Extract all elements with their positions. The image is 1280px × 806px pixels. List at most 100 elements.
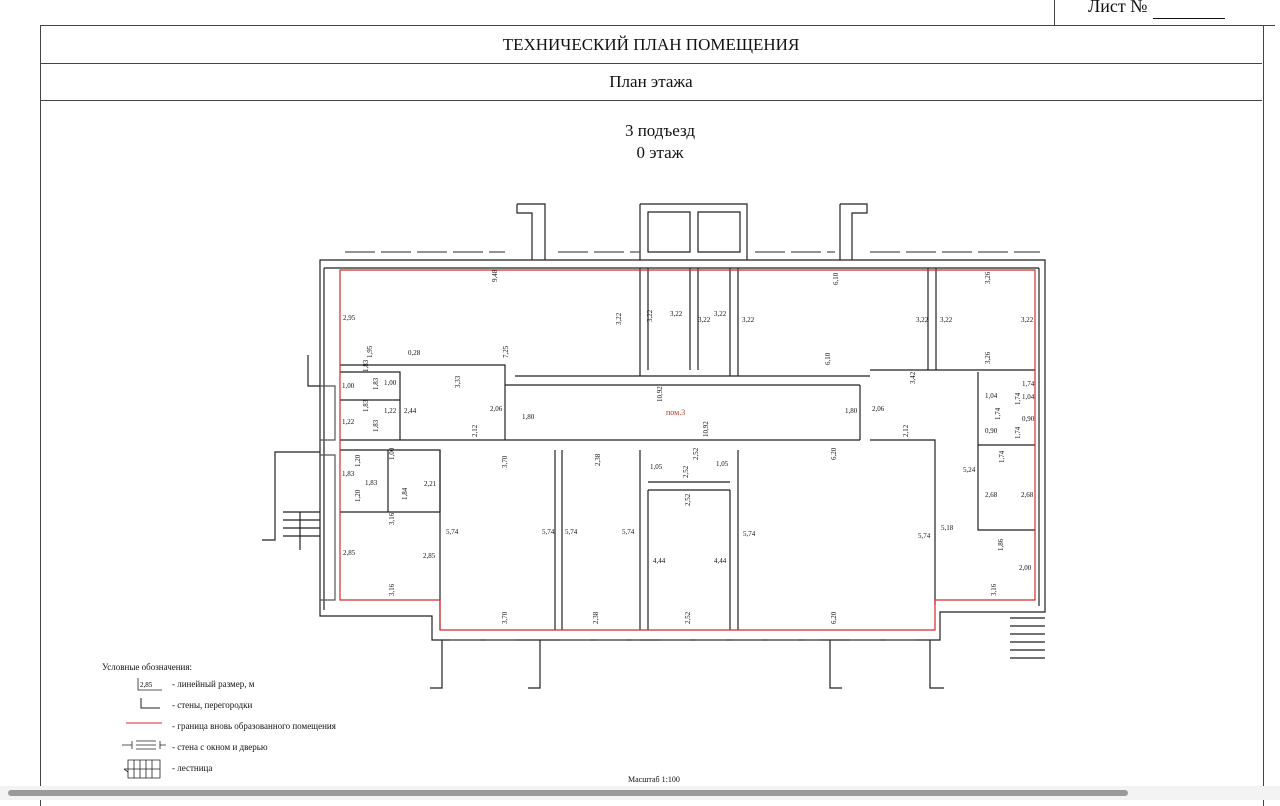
dim-label: 1,95 — [366, 345, 374, 358]
dim-label: 3,16 — [388, 583, 396, 596]
dim-label: 2,52 — [682, 465, 690, 478]
dim-label: 0,90 — [1022, 415, 1035, 423]
dim-label: 7,25 — [502, 345, 510, 358]
dim-label: 1,86 — [997, 538, 1005, 551]
dim-label: 2,12 — [471, 424, 479, 437]
dim-label: 2,95 — [343, 314, 356, 322]
entrance-floor-caption: 3 подъезд 0 этаж — [560, 120, 760, 164]
dim-label: 2,38 — [592, 611, 600, 624]
dim-label: 3,70 — [501, 455, 509, 468]
dim-label: 5,74 — [918, 532, 931, 540]
dim-label: 1,74 — [998, 450, 1006, 463]
dim-label: 6,10 — [824, 352, 832, 365]
dim-label: 1,04 — [1022, 393, 1035, 401]
sheet-number-blank — [1153, 18, 1225, 19]
dim-label: 1,05 — [716, 460, 729, 468]
entrance-label: 3 подъезд — [624, 121, 696, 140]
room-boundary — [339, 269, 1036, 631]
dim-label: 2,44 — [404, 407, 417, 415]
plan-subtitle: План этажа — [40, 64, 1262, 101]
dim-label: 3,22 — [940, 316, 953, 324]
legend-window-door-symbol — [122, 740, 166, 750]
dim-label: 3,42 — [909, 371, 917, 384]
walls — [262, 203, 1046, 689]
dim-label: 5,18 — [941, 524, 954, 532]
dim-label: 3,33 — [454, 375, 462, 388]
legend-item-boundary: - граница вновь образованного помещения — [172, 721, 336, 731]
dim-label: 3,22 — [646, 309, 654, 322]
legend-item-dimension: - линейный размер, м — [172, 679, 255, 689]
dim-label: 2,68 — [985, 491, 998, 499]
dim-label: 2,06 — [872, 405, 885, 413]
room-label: пом.3 — [666, 408, 685, 417]
dim-label: 6,20 — [830, 611, 838, 624]
dim-label: 1,83 — [342, 470, 355, 478]
dim-label: 4,44 — [714, 557, 727, 565]
legend-boundary-symbol — [126, 722, 162, 724]
dim-label: 0,90 — [985, 427, 998, 435]
dim-label: 5,74 — [446, 528, 459, 536]
dim-label: 3,22 — [916, 316, 929, 324]
legend-dim-sample: 2,85 — [140, 681, 153, 689]
dim-label: 1,00 — [388, 447, 396, 460]
dim-label: 6,10 — [832, 272, 840, 285]
dim-label: 1,83 — [372, 419, 380, 432]
dim-label: 1,83 — [365, 479, 378, 487]
dim-label: 1,22 — [384, 407, 397, 415]
dim-label: 5,74 — [542, 528, 555, 536]
dim-label: 2,52 — [684, 611, 692, 624]
dim-label: 5,74 — [622, 528, 635, 536]
dim-label: 2,00 — [1019, 564, 1032, 572]
dim-label: 3,22 — [742, 316, 755, 324]
legend-item-window-door: - стена с окном и дверью — [172, 742, 268, 752]
dim-label: 1,74 — [1014, 392, 1022, 405]
dim-label: 3,26 — [984, 271, 992, 284]
dim-label: 6,20 — [830, 447, 838, 460]
dim-label: 2,38 — [594, 453, 602, 466]
dim-label: 3,26 — [984, 351, 992, 364]
dim-label: 2,85 — [423, 552, 436, 560]
dim-label: 3,22 — [615, 312, 623, 325]
dim-label: 1,83 — [362, 399, 370, 412]
dim-label: 1,80 — [522, 413, 535, 421]
dim-label: 1,84 — [401, 487, 409, 500]
legend-title: Условные обозначения: — [102, 662, 193, 672]
dim-label: 3,16 — [990, 583, 998, 596]
dim-label: 2,85 — [343, 549, 356, 557]
document-title: ТЕХНИЧЕСКИЙ ПЛАН ПОМЕЩЕНИЯ — [40, 25, 1262, 64]
dim-label: 1,74 — [1014, 426, 1022, 439]
legend-item-stairs: - лестница — [172, 763, 213, 773]
dim-label: 1,20 — [354, 489, 362, 502]
dim-label: 5,74 — [743, 530, 756, 538]
legend-item-walls: - стены, перегородки — [172, 700, 253, 710]
dim-label: 1,83 — [372, 377, 380, 390]
dim-label: 3,70 — [501, 611, 509, 624]
dim-label: 3,22 — [714, 310, 727, 318]
dim-label: 1,00 — [342, 382, 355, 390]
dim-label: 2,52 — [684, 493, 692, 506]
dim-label: 3,22 — [698, 316, 711, 324]
dim-label: 2,06 — [490, 405, 503, 413]
dim-label: 1,20 — [354, 454, 362, 467]
dim-label: 10,92 — [656, 386, 664, 402]
dim-label: 2,12 — [902, 424, 910, 437]
scale-label: Масштаб 1:100 — [628, 775, 680, 784]
sheet-number-label: Лист № — [1088, 0, 1148, 16]
legend-wall-symbol — [140, 698, 160, 709]
dim-label: 1,05 — [650, 463, 663, 471]
dim-label: 1,22 — [342, 418, 355, 426]
dim-label: 1,80 — [845, 407, 858, 415]
dim-label: 1,74 — [1022, 380, 1035, 388]
dim-label: 1,83 — [362, 359, 370, 372]
dim-label: 4,44 — [653, 557, 666, 565]
dim-label: 5,74 — [565, 528, 578, 536]
dim-label: 5,24 — [963, 466, 976, 474]
drawing-frame — [40, 25, 1264, 806]
dim-label: 2,68 — [1021, 491, 1034, 499]
dim-label: 3,22 — [670, 310, 683, 318]
dim-label: 9,48 — [491, 269, 499, 282]
dim-label: 1,04 — [985, 392, 998, 400]
floor-label: 0 этаж — [636, 143, 684, 162]
scrollbar-thumb[interactable] — [8, 790, 1128, 796]
